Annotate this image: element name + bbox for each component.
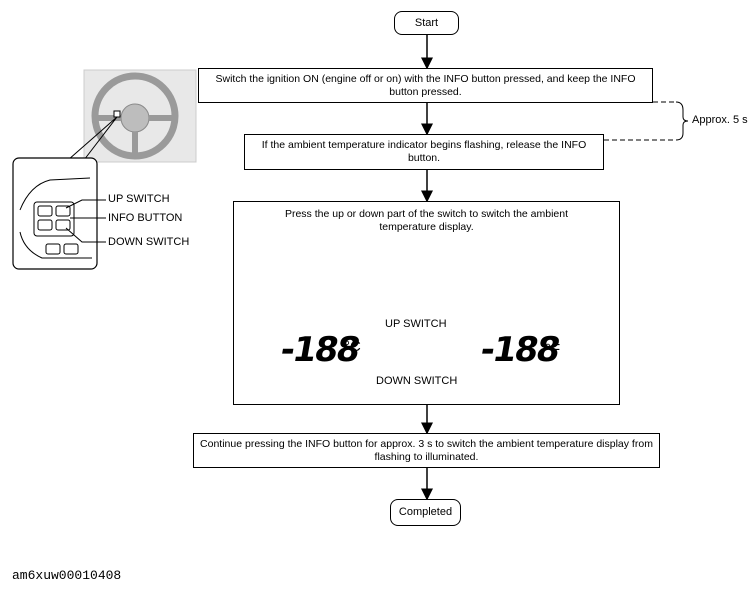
start-node: Start — [394, 11, 459, 35]
down-switch-label: DOWN SWITCH — [108, 236, 190, 248]
timing-brace — [675, 101, 689, 141]
fahrenheit-unit: °F — [545, 341, 561, 358]
steering-wheel-illustration — [83, 69, 197, 163]
timing-label: Approx. 5 s — [692, 114, 748, 126]
leader-up-switch — [65, 199, 106, 209]
display-up-switch-label: UP SWITCH — [385, 318, 447, 330]
step-ignition-on: Switch the ignition ON (engine off or on… — [198, 68, 653, 103]
switch-closeup-frame — [12, 157, 98, 270]
step-release-info: If the ambient temperature indicator beg… — [244, 134, 604, 170]
completed-node: Completed — [390, 499, 461, 526]
up-switch-label: UP SWITCH — [108, 193, 170, 205]
figure-id-caption: am6xuw00010408 — [12, 568, 122, 583]
info-button-label: INFO BUTTON — [108, 212, 183, 224]
switch-closeup-drawing — [19, 177, 92, 259]
step-switch-display-text: Press the up or down part of the switch … — [284, 208, 569, 233]
display-down-switch-label: DOWN SWITCH — [376, 375, 458, 387]
zoom-callout-lines — [67, 116, 118, 161]
step-continue-pressing: Continue pressing the INFO button for ap… — [193, 433, 660, 468]
step-switch-display: Press the up or down part of the switch … — [233, 201, 620, 405]
celsius-unit: °C — [344, 338, 361, 355]
leader-down-switch — [65, 227, 106, 243]
